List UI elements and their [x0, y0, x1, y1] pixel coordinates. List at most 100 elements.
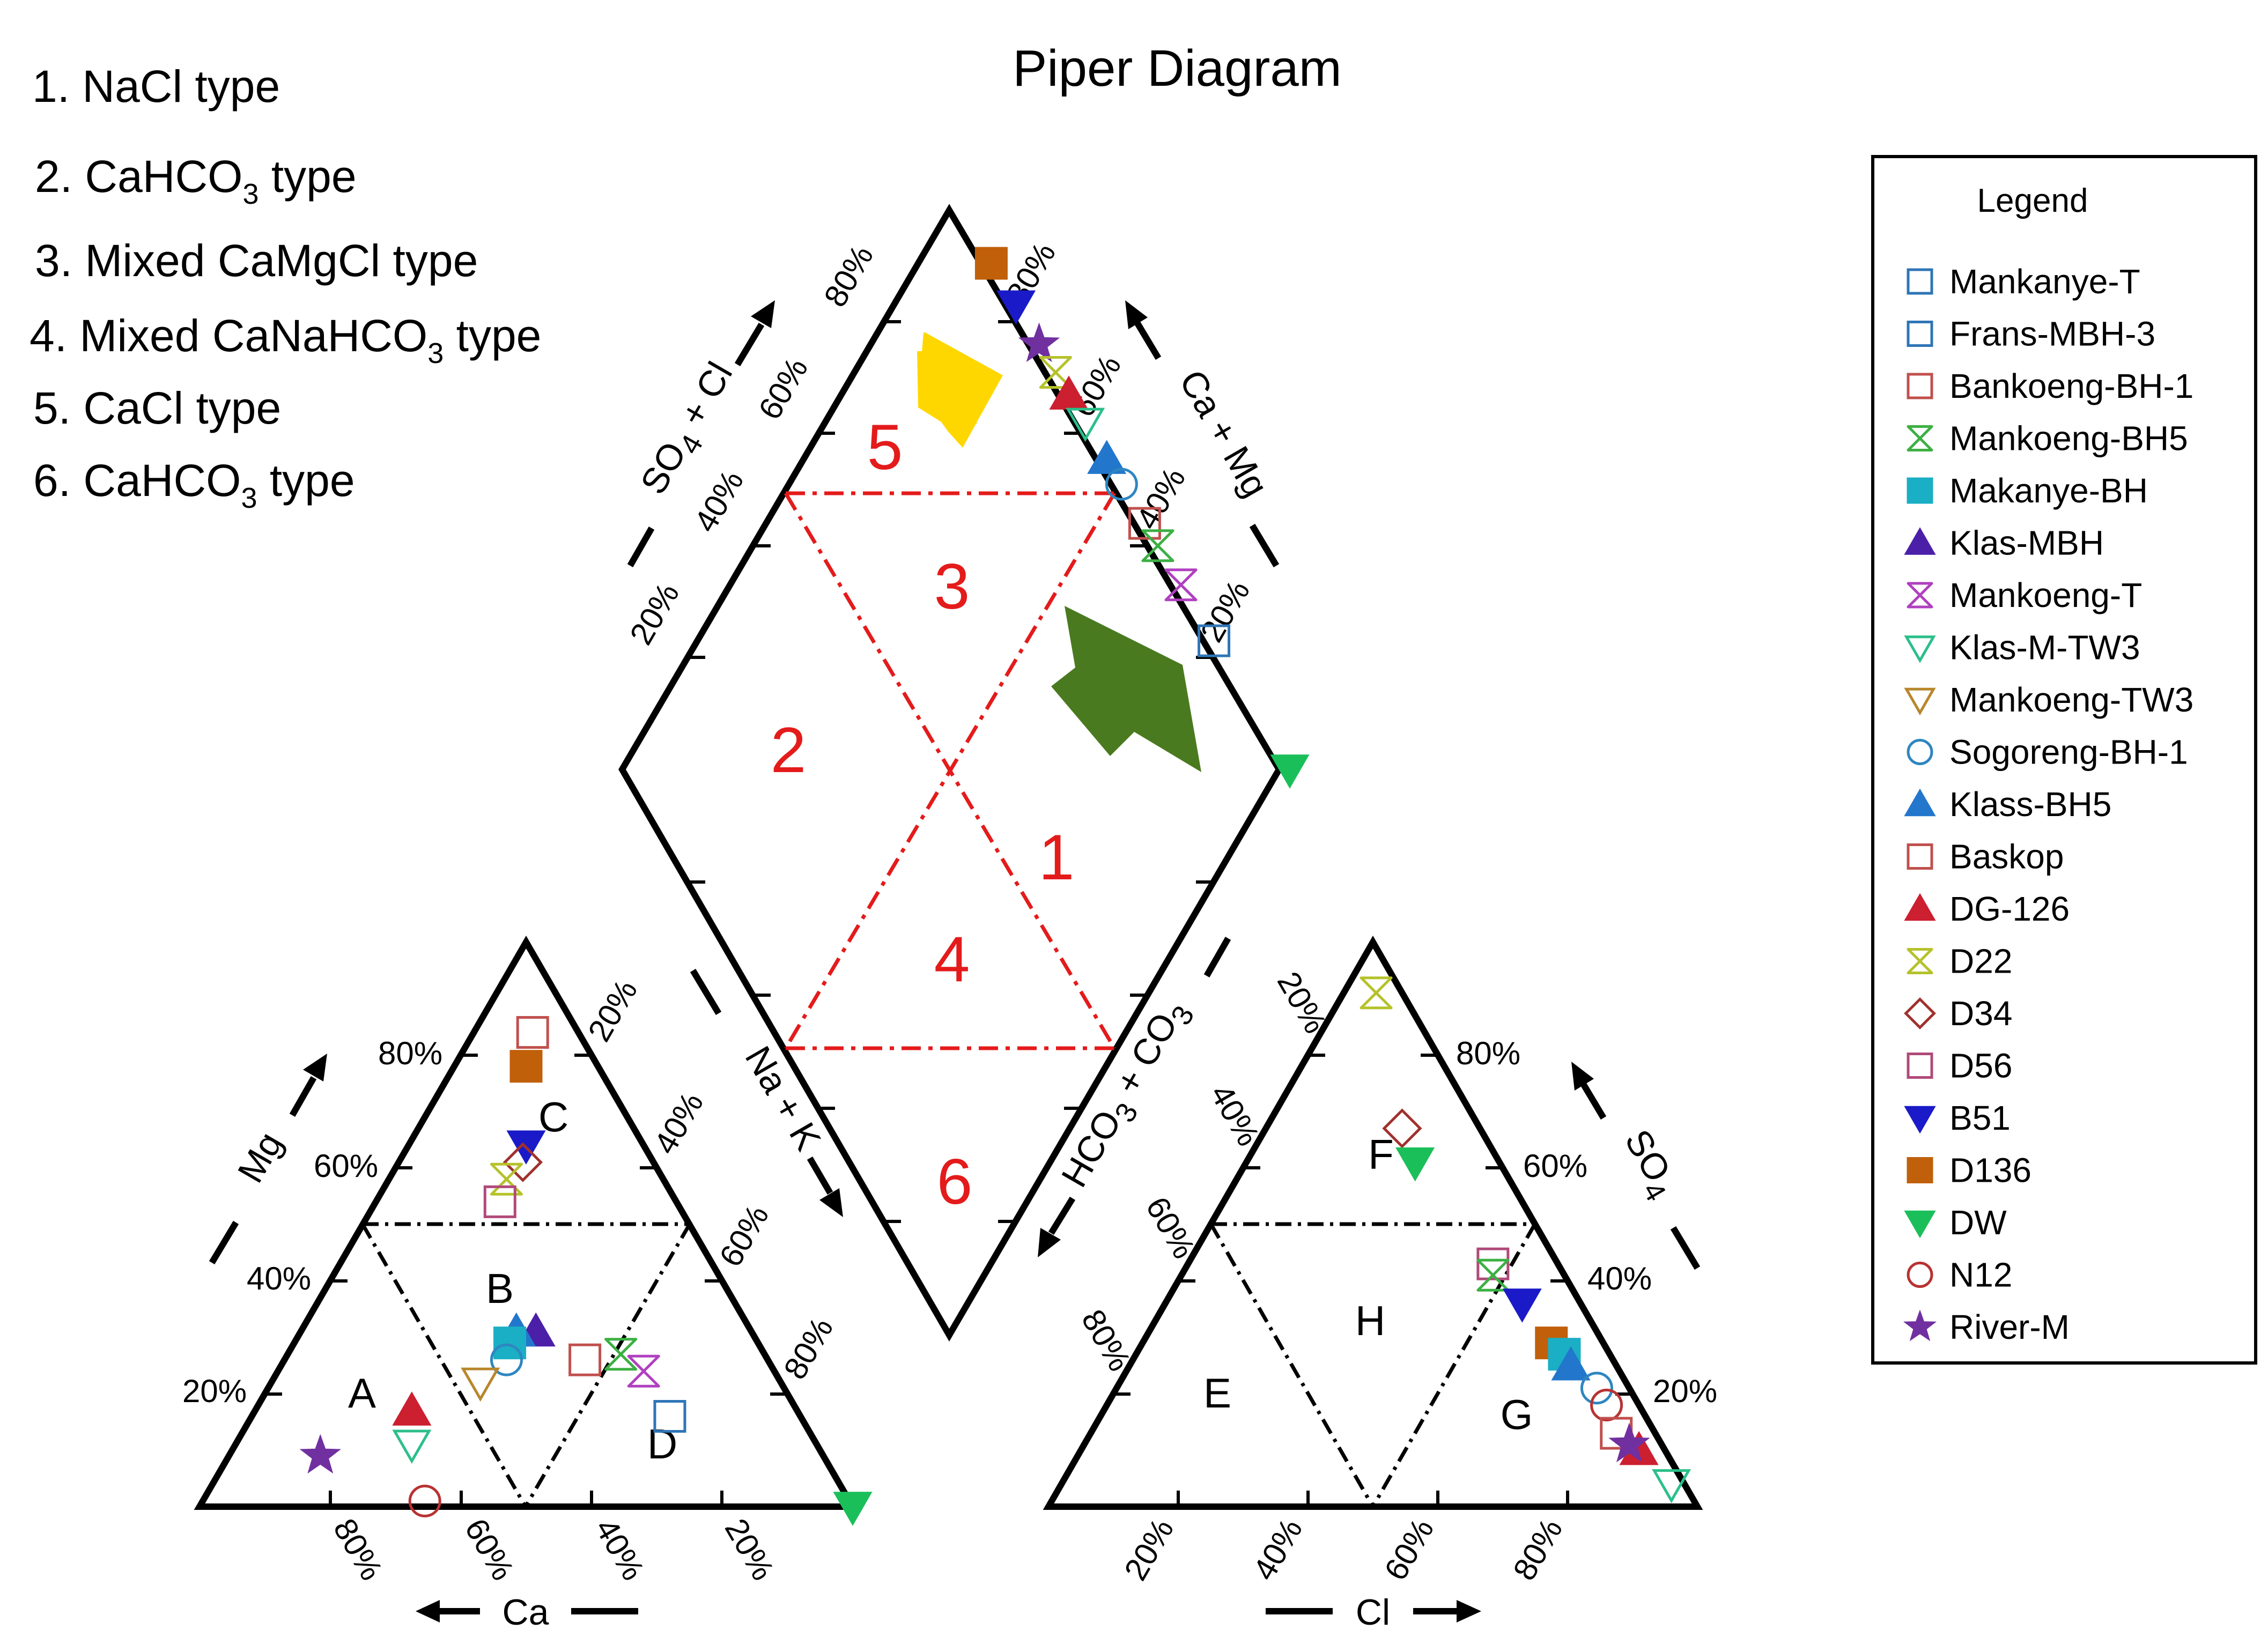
arrow-head [1125, 300, 1148, 329]
data-point [974, 247, 1008, 280]
data-point [408, 1484, 441, 1517]
legend-item: Mankanye-T [1907, 262, 2140, 301]
legend-label: D136 [1949, 1151, 2031, 1190]
cation-region-lines [360, 1222, 692, 1508]
legend-item: DW [1904, 1203, 2007, 1242]
tick-label: 80% [777, 1311, 840, 1385]
tick-label: 60% [314, 1148, 378, 1184]
legend-marker-icon [1904, 1106, 1936, 1134]
data-point [299, 1434, 342, 1474]
zone-4-label: 4 [934, 923, 970, 995]
data-point [568, 1343, 602, 1376]
data-point [490, 1343, 523, 1376]
legend-marker-icon [1904, 893, 1936, 921]
type-3: 3. Mixed CaMgCl type [35, 235, 478, 286]
axis-hco3-co3: HCO3 + CO3 [1038, 937, 1231, 1257]
data-point [1382, 1108, 1422, 1148]
legend-label: N12 [1949, 1256, 2012, 1294]
legend-marker-icon [1907, 739, 1933, 765]
legend-marker-icon [1904, 997, 1936, 1029]
legend-marker-icon [1904, 527, 1936, 555]
axis-na-k: Na + K [690, 968, 843, 1217]
legend-label: Sogoreng-BH-1 [1949, 733, 2188, 772]
data-point [1018, 322, 1060, 362]
legend-item: DG-126 [1904, 890, 2070, 928]
data-point [509, 1050, 543, 1083]
legend-item: Mankoeng-T [1907, 576, 2142, 614]
diamond-outline [618, 204, 1283, 1342]
legend-item: Bankoeng-BH-1 [1907, 367, 2193, 405]
axis-so4-label: SO4 [1610, 1123, 1687, 1207]
legend-item: Mankoeng-BH5 [1907, 419, 2188, 458]
tick-label: 40% [687, 464, 750, 538]
type-4: 4. Mixed CaNaHCO3 type [29, 310, 541, 369]
legend-label: D34 [1949, 994, 2012, 1033]
arrow-head [819, 1188, 843, 1217]
data-point [516, 1016, 549, 1049]
legend-item: River-M [1903, 1308, 2070, 1346]
legend-item: Klas-MBH [1904, 524, 2104, 562]
legend-label: Bankoeng-BH-1 [1949, 367, 2193, 405]
anion-data-points [1360, 976, 1691, 1503]
data-point [392, 1429, 432, 1464]
legend-marker-icon [1903, 1309, 1937, 1342]
legend-item: Mankoeng-TW3 [1904, 680, 2193, 719]
data-point [653, 1400, 686, 1433]
diamond-ticks [688, 320, 1213, 1223]
arrow-head [1038, 1228, 1061, 1257]
legend-marker-icon [1907, 843, 1933, 870]
legend-item: Frans-MBH-3 [1907, 315, 2155, 353]
axis-mg-label: Mg [230, 1125, 291, 1190]
tick-label: 60% [712, 1199, 775, 1273]
tick-label: 60% [458, 1513, 521, 1587]
green-arrow-icon [1051, 606, 1201, 772]
legend-item: Klas-M-TW3 [1904, 628, 2140, 667]
zone-5-label: 5 [867, 411, 903, 483]
data-point [1198, 624, 1231, 657]
data-point [833, 1492, 873, 1526]
zone-6-label: 6 [937, 1146, 973, 1218]
legend-item: N12 [1907, 1256, 2012, 1294]
legend-marker-icon [1907, 268, 1933, 295]
data-point [1270, 754, 1310, 789]
legend-marker-icon [1907, 1262, 1933, 1288]
legend-item: Baskop [1907, 838, 2064, 876]
legend: Legend Mankanye-TFrans-MBH-3Bankoeng-BH-… [1871, 155, 2257, 1365]
axis-ca-label: Ca [503, 1592, 549, 1633]
cation-data-points [299, 1016, 873, 1526]
tick-label: 20% [182, 1373, 247, 1409]
legend-label: Mankanye-T [1949, 262, 2140, 301]
data-point [1551, 1346, 1591, 1381]
cation-region-a: A [348, 1369, 376, 1417]
data-point [392, 1391, 432, 1426]
data-point [1164, 568, 1198, 602]
data-point [1066, 407, 1105, 442]
legend-item: Makanye-BH [1907, 471, 2148, 510]
type-6: 6. CaHCO3 type [33, 455, 355, 514]
legend-label: D22 [1949, 942, 2012, 981]
zone-1-label: 1 [1039, 821, 1075, 893]
legend-box [1871, 155, 2257, 1365]
legend-marker-icon [1907, 948, 1933, 974]
tick-label: 60% [1377, 1513, 1440, 1587]
legend-marker-icon [1907, 1157, 1933, 1183]
legend-label: DG-126 [1949, 890, 2070, 928]
cation-region-d: D [647, 1420, 677, 1468]
legend-label: Klass-BH5 [1949, 785, 2111, 824]
data-point [1476, 1258, 1510, 1292]
data-point [1360, 976, 1393, 1010]
data-point [490, 1162, 523, 1196]
legend-item: D34 [1904, 994, 2012, 1033]
arrow-head [751, 300, 775, 328]
legend-marker-icon [1904, 788, 1936, 817]
data-point [604, 1338, 638, 1371]
data-point [503, 1142, 543, 1182]
axis-cl: Cl [1266, 1592, 1481, 1633]
data-point [1087, 440, 1127, 474]
type-1: 1. NaCl type [32, 61, 280, 112]
data-point [1039, 355, 1072, 389]
arrow-head [416, 1600, 440, 1622]
data-point [1590, 1388, 1623, 1421]
legend-item: Klass-BH5 [1904, 785, 2111, 824]
